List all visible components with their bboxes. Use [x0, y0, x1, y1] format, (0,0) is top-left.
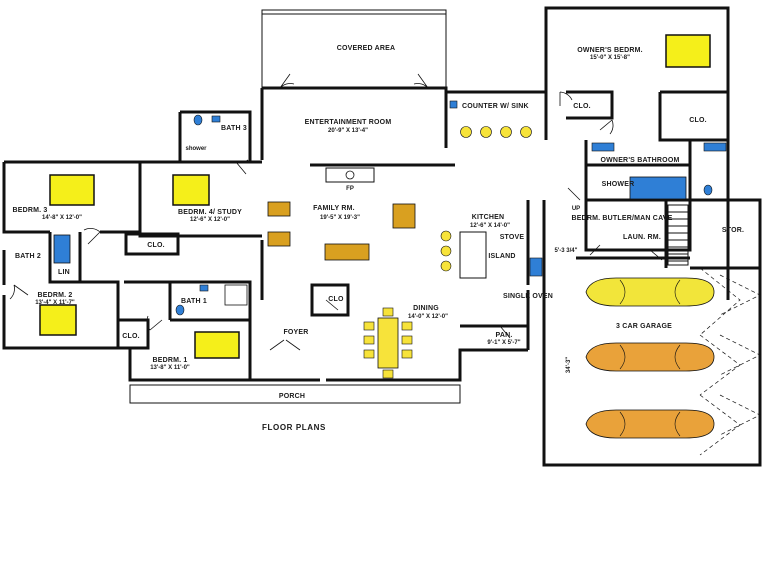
label-lin: LIN — [58, 269, 70, 276]
bed-2 — [39, 304, 77, 336]
label-covered-area: COVERED AREA — [337, 45, 396, 52]
label-garage-dim: 34'-3" — [566, 357, 572, 373]
counter-stools — [460, 126, 532, 138]
owners-vanity-right — [703, 142, 727, 152]
dim-family: 19'-5" X 19'-3" — [320, 215, 360, 221]
chair-left-top — [267, 201, 291, 217]
walls — [2, 6, 762, 467]
dim-dining: 14'-0" X 12'-0" — [408, 314, 448, 320]
label-stove: STOVE — [500, 234, 525, 241]
label-shower: SHOWER — [602, 181, 635, 188]
counter-sink-marker — [449, 100, 458, 109]
label-clo-b4: CLO. — [147, 242, 165, 249]
car-orange-2 — [585, 409, 715, 439]
label-stor: STOR. — [722, 227, 744, 234]
dim-bedroom4: 12'-6" X 12'-0" — [190, 217, 230, 223]
labels: COVERED AREA ENTERTAINMENT ROOM 20'-9" X… — [12, 45, 744, 432]
armchair-right — [392, 203, 416, 229]
car-orange-1 — [585, 342, 715, 372]
label-clo-owner-left: CLO. — [573, 103, 591, 110]
dim-bedroom1: 13'-8" X 11'-0" — [150, 365, 190, 371]
shower-bath1 — [224, 284, 248, 306]
island — [459, 231, 487, 279]
fixtures — [53, 100, 727, 316]
bed-1 — [194, 331, 240, 359]
sink-bath3 — [211, 115, 221, 123]
cars — [585, 277, 715, 439]
label-garage: 3 CAR GARAGE — [616, 323, 672, 330]
bed-3 — [49, 174, 95, 206]
label-island: ISLAND — [488, 253, 515, 260]
label-clo-center: CLO — [328, 296, 344, 303]
label-clo-owner-right: CLO. — [689, 117, 707, 124]
label-pantry: PAN. — [495, 332, 512, 339]
label-bath1: BATH 1 — [181, 298, 207, 305]
label-bedroom2: BEDRM. 2 — [37, 292, 72, 299]
label-bedroom3: BEDRM. 3 — [12, 207, 47, 214]
label-fp: FP — [346, 186, 354, 192]
dim-pantry: 9'-1" X 5'-7" — [487, 340, 520, 346]
dining-table — [377, 317, 399, 369]
owners-vanity-left — [591, 142, 615, 152]
beds — [39, 34, 711, 359]
label-bedroom1: BEDRM. 1 — [152, 357, 187, 364]
title-floor-plans: FLOOR PLANS — [262, 423, 326, 432]
label-bath2: BATH 2 — [15, 253, 41, 260]
label-single-oven: SINGLE OVEN — [503, 293, 553, 300]
fireplace-hearth — [345, 170, 355, 180]
label-clo-b1: CLO. — [122, 333, 140, 340]
furniture — [267, 126, 532, 379]
island-stools — [440, 230, 452, 272]
stairs — [667, 204, 689, 266]
bed-owners — [665, 34, 711, 68]
kitchen-sink — [529, 257, 543, 277]
label-porch: PORCH — [279, 393, 305, 400]
bed-4 — [172, 174, 210, 206]
label-up: UP — [572, 206, 580, 212]
label-foyer: FOYER — [283, 329, 308, 336]
label-shower-small: shower — [185, 146, 207, 152]
label-bedroom4: BEDRM. 4/ STUDY — [178, 209, 242, 216]
label-entertainment: ENTERTAINMENT ROOM — [305, 119, 392, 126]
dim-bedroom2: 13'-4" X 11'-7" — [35, 300, 75, 306]
label-dining: DINING — [413, 305, 439, 312]
label-owners-bath: OWNER'S BATHROOM — [600, 157, 679, 164]
tub-bath2 — [53, 234, 71, 264]
chair-left-bottom — [267, 231, 291, 247]
label-laundry: LAUN. RM. — [623, 234, 661, 241]
label-kitchen: KITCHEN — [472, 214, 505, 221]
label-butler: BEDRM. BUTLER/MAN CAVE — [571, 215, 672, 222]
label-bath3: BATH 3 — [221, 125, 247, 132]
toilet-owners — [703, 184, 713, 196]
toilet-bath1 — [175, 304, 185, 316]
garage-doors — [699, 267, 761, 456]
dim-owners-bedroom: 15'-0" X 15'-8" — [590, 55, 630, 61]
label-stair-dim: 5'-3 3/4" — [555, 248, 578, 254]
sofa — [324, 243, 370, 261]
car-yellow — [585, 277, 715, 307]
label-counter: COUNTER W/ SINK — [462, 103, 529, 110]
label-owners-bedroom: OWNER'S BEDRM. — [577, 47, 643, 54]
fireplace — [325, 167, 375, 183]
dim-entertainment: 20'-9" X 13'-4" — [328, 128, 368, 134]
dim-kitchen: 12'-6" X 14'-0" — [470, 223, 510, 229]
toilet-bath3 — [193, 114, 203, 126]
sink-bath1 — [199, 284, 209, 292]
label-family: FAMILY RM. — [313, 205, 355, 212]
porch-outline — [129, 384, 461, 404]
door-swings — [9, 73, 663, 351]
dim-bedroom3: 14'-8" X 12'-0" — [42, 215, 82, 221]
owners-shower — [629, 176, 687, 200]
